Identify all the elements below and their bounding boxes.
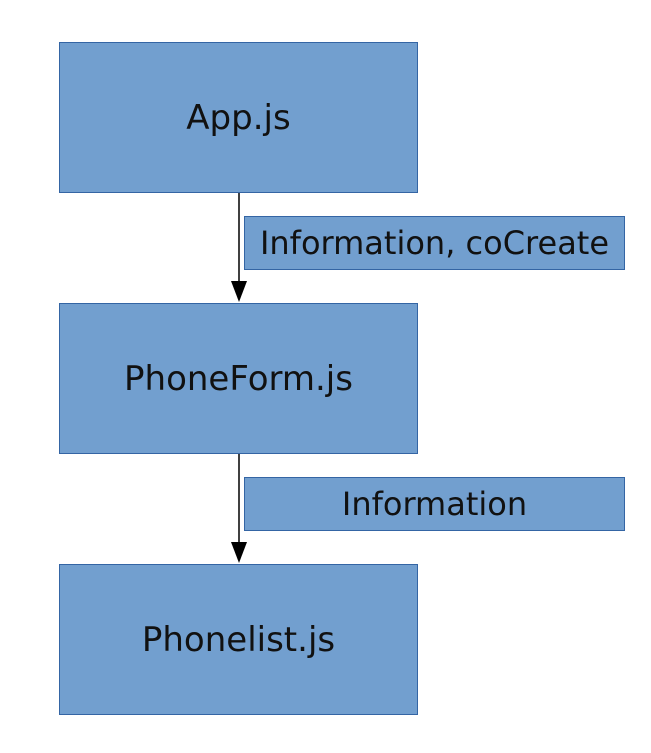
node-app-js-label: App.js <box>186 97 291 138</box>
node-phonelist-js-label: Phonelist.js <box>141 619 336 660</box>
node-phonelist-js: Phonelist.js <box>59 564 418 715</box>
edge-label-app-to-phoneform-text: Information, coCreate <box>259 224 610 262</box>
node-phoneform-js: PhoneForm.js <box>59 303 418 454</box>
arrow-phoneform-to-phonelist-head <box>231 542 247 563</box>
node-phoneform-js-label: PhoneForm.js <box>124 358 353 399</box>
edge-label-phoneform-to-phonelist: Information <box>244 477 625 531</box>
arrow-app-to-phoneform-head <box>231 281 247 302</box>
edge-label-app-to-phoneform: Information, coCreate <box>244 216 625 270</box>
edge-label-phoneform-to-phonelist-text: Information <box>341 485 528 523</box>
node-app-js: App.js <box>59 42 418 193</box>
